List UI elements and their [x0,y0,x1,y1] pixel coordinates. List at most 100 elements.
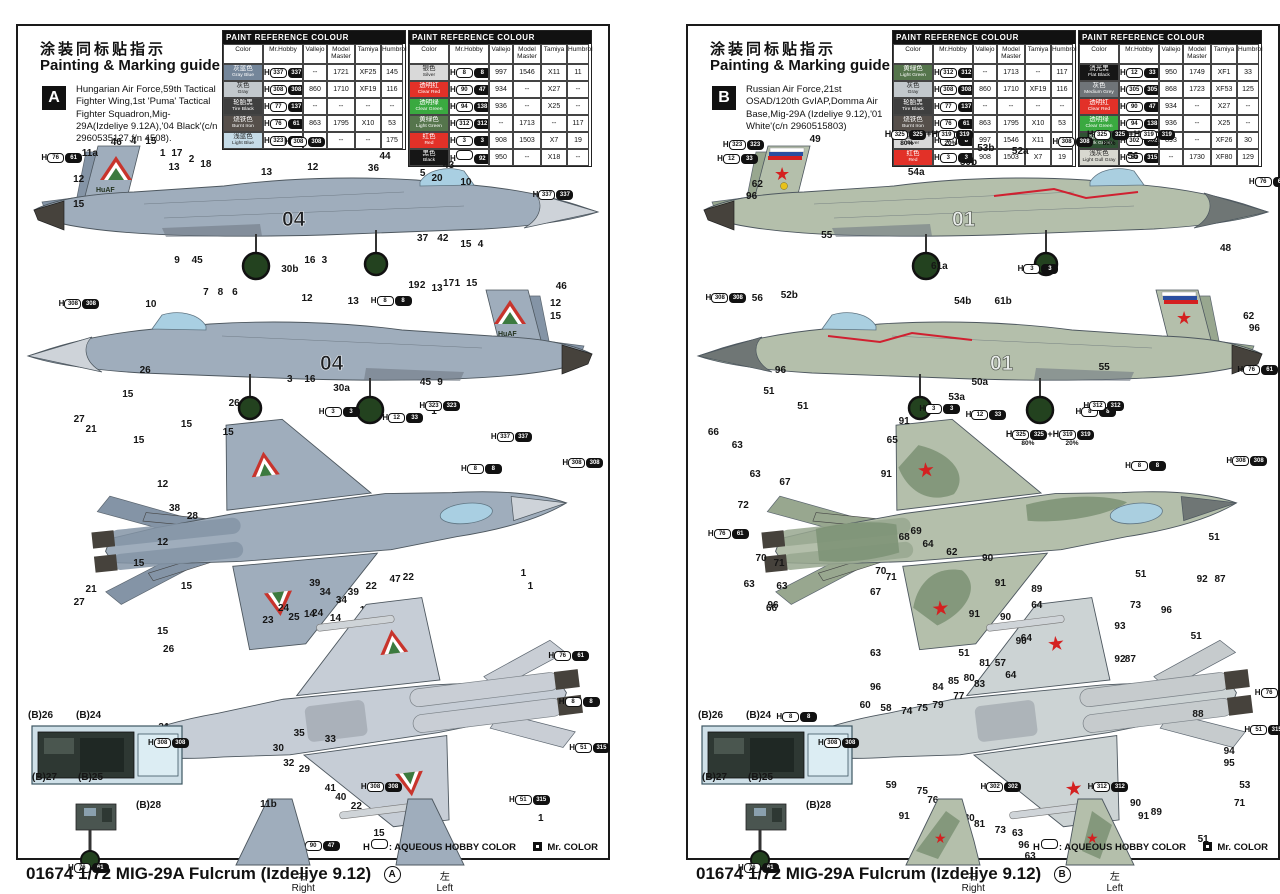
callout-label: 12 [73,174,85,186]
callout-label: 51 [763,386,775,397]
missile [316,615,395,632]
cell-humbrol: 129 [1237,148,1259,166]
aqueous-number-pill [455,149,473,160]
aqueous-number-pill: 3 [939,152,957,163]
color-name-en: Red [908,157,918,163]
mix-percent: 80% [1021,440,1035,448]
kit-footer: 01674 1/72 MIG-29A Fulcrum (Izdeliye 9.1… [26,864,401,884]
callout-label: 55 [1098,362,1110,373]
cell-model-master: 1749 [1183,63,1211,81]
callout-label: 40 [335,791,347,803]
left-label-cn: 左 [1109,872,1120,883]
column-header: Color [1079,44,1119,64]
column-header: Tamiya [1025,44,1051,64]
mr-color-number-pill: 302 [1004,782,1022,792]
cell-vallejo: -- [303,97,327,115]
tail-text: HuAF [498,331,517,338]
aqueous-number-pill: 76 [47,152,65,163]
scheme-description: Russian Air Force,21st OSAD/120th GvIAP,… [746,84,883,133]
aqueous-number-pill: 319 [1140,130,1158,141]
column-header: Vallejo [489,44,513,64]
hungarian-wing-insignia-icon [380,629,423,797]
callout-label: 53b [977,143,995,155]
cell-model-master: -- [327,131,355,149]
cell-model-master: 1713 [513,114,541,132]
aqueous-number-pill: 90 [1125,101,1143,112]
aircraft-number: 04 [320,352,344,375]
cell-humbrol: 116 [381,80,403,98]
cell-humbrol: 19 [1051,148,1073,166]
callout-label: 63 [1024,851,1036,863]
callout-label: 80 [963,813,975,825]
mr-color-number-pill: 61 [572,651,590,662]
color-name-en: Light Gull Gray [1082,157,1116,163]
engine-nozzle [1223,669,1250,690]
mr-color-number-pill: 315 [1143,152,1158,163]
aqueous-number-pill: 90 [455,84,473,95]
callout-label: (B)28 [136,800,162,812]
callout-label: 46 [555,281,567,292]
callout-label: 39 [309,578,321,590]
callout-label: 71 [773,557,785,569]
left-fin-label: 左 Left [437,872,454,894]
callout-label: 73 [1130,599,1142,611]
cell-vallejo: -- [973,63,997,81]
radome [1193,192,1269,229]
aqueous-chip-icon: H: [363,839,392,853]
callout-label: 73 [994,825,1006,837]
callout-label: 81 [974,819,986,831]
cell-humbrol: 175 [381,131,403,149]
aqueous-number-pill: 3 [324,407,342,417]
kit-footer: 01674 1/72 MIG-29A Fulcrum (Izdeliye 9.1… [696,864,1071,884]
canopy [1109,502,1163,525]
callout-label: 18 [200,158,212,170]
airframe-bottom [778,597,1253,828]
callout-label: 24 [278,602,290,614]
engine-nozzle [553,669,580,690]
aircraft-side-right-drawing: ★ HuAF 04 [33,145,600,281]
cell-model-master: 1503 [997,148,1025,166]
callout-label: 52b [780,290,798,301]
callout-label: 90 [1130,797,1142,809]
mr-color-number-pill: 61 [65,152,83,163]
mr-color-number-pill: 61 [287,118,302,129]
right-label-en: Right [961,883,985,894]
callout-label: 68 [898,531,910,543]
mr-color-number-pill: 319 [956,130,973,141]
mr-color-number-pill: 308 [841,738,859,749]
aqueous-number-pill: 308 [1058,137,1076,148]
cell-model-master: 1795 [997,114,1025,132]
callout-label: 72 [737,500,749,512]
engine-nozzle [763,554,788,573]
color-name-cn: 银色 [422,65,436,73]
aqueous-number-pill: 76 [1243,365,1261,375]
callout-label: 75 [916,785,928,797]
callout-label: 87 [1214,573,1226,585]
left-label-en: Left [1106,883,1124,894]
callout-label: 71 [885,572,897,584]
callout-label: 60 [859,700,871,712]
mr-color-number-pill: 8 [394,296,412,306]
cell-humbrol: 33 [1237,63,1259,81]
color-name-en: Light Blue [231,140,255,146]
mr-color-number-pill: 3 [1041,264,1059,275]
aqueous-number-pill: 325 [1093,130,1111,141]
callout-label: 12 [549,297,562,309]
cell-tamiya: XF1 [1211,63,1237,81]
callout-label: 39 [347,586,359,598]
callout-label: 83 [974,678,986,690]
